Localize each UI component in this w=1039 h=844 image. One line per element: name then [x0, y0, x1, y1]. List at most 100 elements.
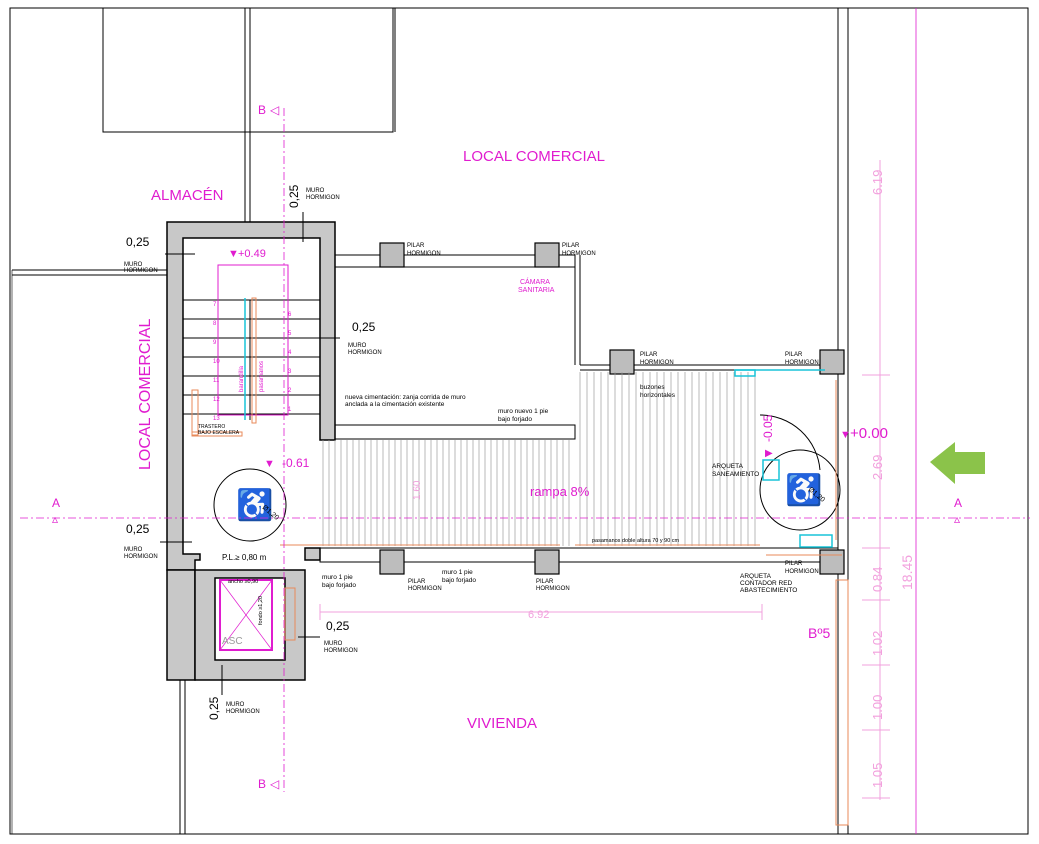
section-label-a-right: A — [954, 496, 962, 510]
svg-text:pasamanos doble altura 70 y 90: pasamanos doble altura 70 y 90 cm — [592, 538, 680, 544]
svg-text:MURO: MURO — [306, 188, 325, 194]
core-walls — [166, 221, 336, 681]
camara-label-2: SANITARIA — [518, 287, 555, 294]
section-marker-a: ▵ — [52, 512, 58, 526]
dim-692: 6.92 — [528, 609, 549, 621]
svg-text:TRASTERO: TRASTERO — [198, 424, 225, 430]
section-marker-a-right: ▵ — [954, 512, 960, 526]
svg-text:P.L.≥ 0,80 m: P.L.≥ 0,80 m — [222, 553, 267, 562]
beams — [319, 254, 839, 563]
svg-text:bajo forjado: bajo forjado — [322, 582, 356, 589]
ramp-label: rampa 8% — [530, 484, 590, 499]
svg-text:MURO: MURO — [324, 641, 343, 647]
dim-160: 1.60 — [412, 480, 423, 500]
section-label-b: B — [258, 103, 266, 117]
svg-text:buzones: buzones — [640, 384, 665, 391]
svg-text:HORMIGON: HORMIGON — [324, 648, 358, 654]
svg-text:HORMIGON: HORMIGON — [124, 268, 158, 274]
svg-text:ARQUETA: ARQUETA — [712, 463, 744, 470]
elevator — [219, 579, 296, 651]
dim-025: 0,25 — [126, 522, 150, 536]
svg-text:barandilla: barandilla — [239, 365, 245, 392]
svg-text:BAJO ESCALERA: BAJO ESCALERA — [198, 430, 240, 436]
level-005: -0.05 — [761, 414, 775, 442]
svg-text:muro 1 pie: muro 1 pie — [322, 574, 353, 581]
dim-084: 0.84 — [870, 567, 885, 592]
section-marker-b-bottom: ◁ — [270, 777, 280, 791]
dim-100: 1.00 — [870, 695, 885, 720]
step-number: 6 — [288, 312, 292, 318]
level-061: -0.61 — [282, 456, 310, 470]
dim-025: 0,25 — [207, 696, 221, 720]
svg-text:muro 1 pie: muro 1 pie — [442, 569, 473, 576]
ramp-hatch — [322, 372, 756, 546]
pillar — [609, 349, 635, 375]
dim-102: 1.02 — [870, 631, 885, 656]
wheelchair-circles: ♿ ♿ — [213, 449, 841, 542]
level-marker-icon: ▼ — [228, 248, 239, 260]
pillar — [534, 549, 560, 575]
svg-text:muro nuevo 1 pie: muro nuevo 1 pie — [498, 408, 549, 415]
svg-text:PILAR: PILAR — [562, 243, 580, 249]
level-049: +0.49 — [238, 248, 266, 260]
wheelchair-icon: ♿ — [236, 487, 273, 522]
step-number: 12 — [213, 397, 220, 403]
section-marker-b: ◁ — [270, 103, 280, 117]
pillar-labels: PILAR HORMIGON PILAR HORMIGON PILAR HORM… — [407, 243, 819, 592]
step-number: 7 — [213, 302, 217, 308]
dim-025: 0,25 — [326, 619, 350, 633]
svg-text:MURO: MURO — [348, 343, 367, 349]
pillar — [819, 549, 845, 575]
doors — [280, 380, 849, 826]
pillar — [534, 242, 560, 268]
room-vivienda: VIVIENDA — [467, 715, 537, 732]
svg-text:ARQUETA: ARQUETA — [740, 573, 772, 580]
room-local-comercial-side: LOCAL COMERCIAL — [137, 318, 154, 470]
svg-text:HORMIGON: HORMIGON — [124, 554, 158, 560]
stair-rails — [191, 264, 289, 437]
svg-text:MURO: MURO — [226, 702, 245, 708]
svg-text:HORMIGON: HORMIGON — [785, 360, 819, 366]
dim-025: 0,25 — [126, 235, 150, 249]
svg-text:MURO: MURO — [124, 262, 143, 268]
svg-text:CONTADOR RED: CONTADOR RED — [740, 580, 793, 587]
svg-text:HORMIGON: HORMIGON — [348, 350, 382, 356]
svg-text:ancho ≥0,90: ancho ≥0,90 — [228, 579, 258, 585]
elevator-label: ASC — [222, 636, 243, 647]
pillar — [379, 242, 405, 268]
dim-105: 1.05 — [870, 763, 885, 788]
svg-text:HORMIGON: HORMIGON — [640, 360, 674, 366]
dim-269: 2.69 — [870, 455, 885, 480]
svg-text:nueva cimentación: zanja corri: nueva cimentación: zanja corrida de muro — [345, 394, 466, 401]
svg-text:PILAR: PILAR — [536, 579, 554, 585]
svg-text:fondo ≥1,20: fondo ≥1,20 — [258, 596, 264, 625]
step-number: 9 — [213, 340, 217, 346]
svg-text:horizontales: horizontales — [640, 392, 676, 399]
step-number: 4 — [288, 350, 292, 356]
pillars — [379, 242, 845, 575]
svg-text:PILAR: PILAR — [408, 579, 426, 585]
svg-text:PILAR: PILAR — [407, 243, 425, 249]
svg-text:HORMIGON: HORMIGON — [562, 251, 596, 257]
entrance-arrow-icon — [930, 442, 985, 484]
svg-text:HORMIGON: HORMIGON — [226, 709, 260, 715]
svg-text:bajo forjado: bajo forjado — [498, 416, 532, 423]
svg-text:HORMIGON: HORMIGON — [536, 586, 570, 592]
room-local-comercial: LOCAL COMERCIAL — [463, 148, 605, 165]
right-dimensions: 6.19 2.69 0.84 1.02 1.00 1.05 18.45 — [862, 8, 917, 834]
section-label-a: A — [52, 496, 60, 510]
dim-025: 0,25 — [352, 320, 376, 334]
step-number: 5 — [288, 331, 292, 337]
fixtures — [734, 369, 833, 548]
svg-text:HORMIGON: HORMIGON — [306, 195, 340, 201]
svg-text:HORMIGON: HORMIGON — [407, 251, 441, 257]
step-number: 8 — [213, 321, 217, 327]
wall-thickness-labels: 0,25 MURO HORMIGON 0,25 MURO HORMIGON 0,… — [124, 184, 382, 720]
pillar — [379, 549, 405, 575]
svg-text:pasamanos: pasamanos — [259, 361, 265, 392]
dim-1845: 18.45 — [899, 555, 915, 590]
step-number: 10 — [213, 359, 220, 365]
level-marker-icon: ▼ — [840, 429, 851, 441]
